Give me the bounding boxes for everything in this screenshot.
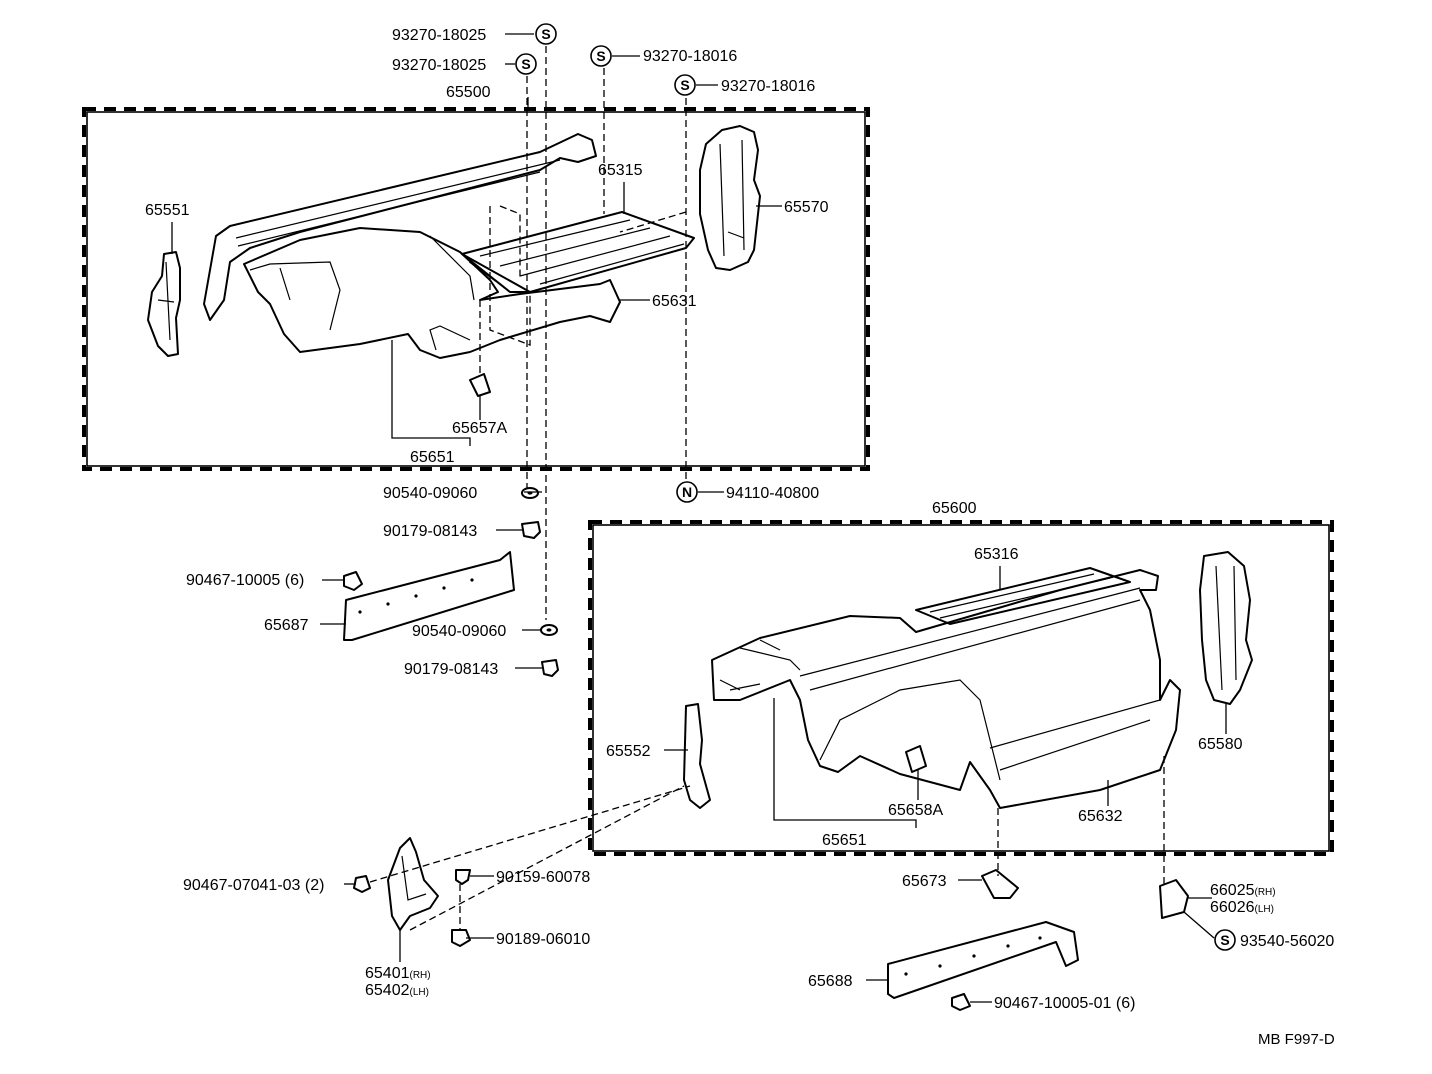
assembly-frame-65600 <box>588 520 1334 856</box>
part-66025-bracket <box>1159 879 1189 919</box>
symbol-s-icon: S <box>1214 929 1236 951</box>
label-65651-bottom: 65651 <box>822 832 867 849</box>
label-65402: 65402(LH) <box>365 982 429 999</box>
leader-lines <box>171 33 1227 1003</box>
label-90179-08143-b: 90179-08143 <box>404 661 498 678</box>
symbol-s-icon: S <box>515 53 537 75</box>
label-90467-10005-01: 90467-10005-01 (6) <box>994 995 1135 1012</box>
label-65688: 65688 <box>808 973 853 990</box>
label-66025: 66025(RH) <box>1210 882 1276 899</box>
label-93270-18016-a: 93270-18016 <box>643 48 737 65</box>
symbol-s-icon: S <box>674 74 696 96</box>
part-65580-panel <box>1199 551 1253 705</box>
part-65316-floor <box>915 567 1131 625</box>
label-93270-18016-b: 93270-18016 <box>721 78 815 95</box>
part-labels: 93270-18025 93270-18025 93270-18016 9327… <box>145 27 1334 1012</box>
label-65570: 65570 <box>784 199 829 216</box>
label-65600: 65600 <box>932 500 977 517</box>
svg-text:S: S <box>1220 932 1229 948</box>
part-65631-deck-side <box>203 133 621 359</box>
label-90189-06010: 90189-06010 <box>496 931 590 948</box>
symbol-s-icon: S <box>590 45 612 67</box>
label-90540-09060-b: 90540-09060 <box>412 623 506 640</box>
label-65673: 65673 <box>902 873 947 890</box>
label-65552: 65552 <box>606 743 651 760</box>
part-65688-reinforcement <box>887 921 1079 999</box>
label-93270-18025-a: 93270-18025 <box>392 27 486 44</box>
symbol-s-icon: S <box>535 23 557 45</box>
label-90540-09060-a: 90540-09060 <box>383 485 477 502</box>
label-66026: 66026(LH) <box>1210 899 1274 916</box>
part-65315-floor-panel <box>461 211 695 293</box>
label-65651-top: 65651 <box>410 449 455 466</box>
label-65401: 65401(RH) <box>365 965 431 982</box>
label-65316: 65316 <box>974 546 1019 563</box>
label-65687: 65687 <box>264 617 309 634</box>
part-65673-bracket <box>981 869 1019 899</box>
svg-text:S: S <box>596 48 605 64</box>
part-65570-panel <box>699 125 761 271</box>
label-65658a: 65658A <box>888 802 943 819</box>
hardware <box>343 487 971 1011</box>
label-65657a: 65657A <box>452 420 507 437</box>
label-65632: 65632 <box>1078 808 1123 825</box>
part-65552-panel <box>683 703 711 809</box>
label-90467-07041-03: 90467-07041-03 (2) <box>183 877 324 894</box>
label-65315: 65315 <box>598 162 643 179</box>
assembly-lines <box>369 46 1165 931</box>
part-65658a-bracket <box>905 745 927 773</box>
label-65580: 65580 <box>1198 736 1243 753</box>
label-90179-08143-a: 90179-08143 <box>383 523 477 540</box>
svg-text:S: S <box>680 77 689 93</box>
part-65657a-bracket <box>469 373 491 397</box>
label-65500: 65500 <box>446 84 491 101</box>
svg-text:S: S <box>541 26 550 42</box>
label-94110-40800: 94110-40800 <box>726 485 819 502</box>
part-65687-reinforcement <box>343 551 515 641</box>
part-65401-bracket <box>387 837 439 931</box>
part-65551-bracket <box>147 251 181 357</box>
label-90467-10005: 90467-10005 (6) <box>186 572 304 589</box>
label-93540-56020: 93540-56020 <box>1240 933 1334 950</box>
label-90159-60078: 90159-60078 <box>496 869 590 886</box>
assembly-frame-65500 <box>82 107 870 471</box>
symbol-n-icon: N <box>676 481 698 503</box>
figure-code: MB F997-D <box>1258 1031 1335 1048</box>
svg-text:S: S <box>521 56 530 72</box>
svg-text:N: N <box>682 484 692 500</box>
part-deck-side-rh <box>711 569 1181 809</box>
label-93270-18025-b: 93270-18025 <box>392 57 486 74</box>
label-65551: 65551 <box>145 202 190 219</box>
label-65631: 65631 <box>652 293 697 310</box>
